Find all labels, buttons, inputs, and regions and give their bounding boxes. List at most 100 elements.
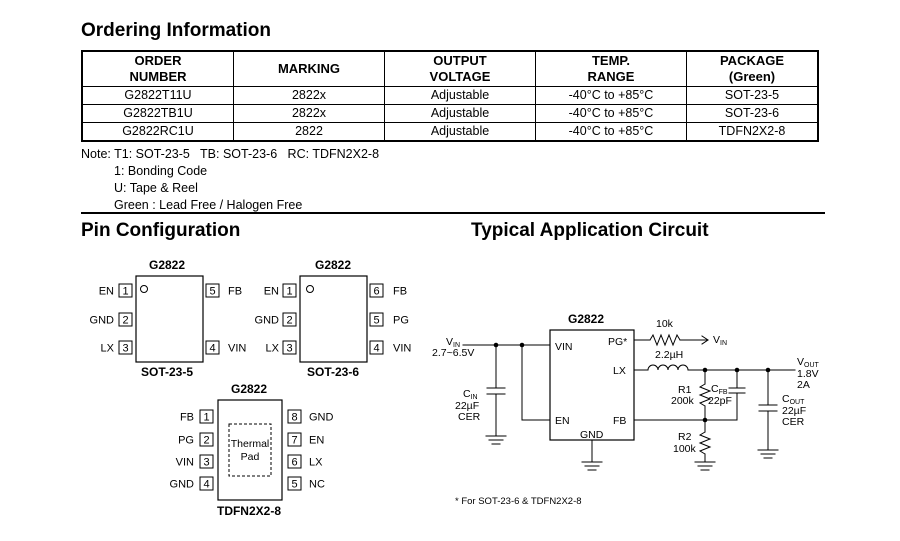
pin-name: EN <box>309 435 324 447</box>
chip-body <box>299 275 368 363</box>
header-package: PACKAGE(Green) <box>686 50 819 87</box>
pin-number: 1 <box>122 286 128 298</box>
pullup-to-label: VIN <box>713 334 727 347</box>
thermal-pad <box>228 423 272 477</box>
cin-type: CER <box>458 411 481 423</box>
cell-package: TDFN2X2-8 <box>686 122 819 141</box>
pin-number: 5 <box>291 479 297 491</box>
pin-name: FB <box>180 412 194 424</box>
pin-number: 1 <box>286 286 292 298</box>
note-line: 1: Bonding Code <box>114 164 208 178</box>
pin-number: 5 <box>373 315 379 327</box>
chip-label: G2822 <box>231 382 267 396</box>
cout-value: 22µF <box>782 405 806 417</box>
cin-value: 22µF <box>455 400 479 412</box>
pin1-indicator <box>306 285 314 293</box>
cell-package: SOT-23-6 <box>686 104 819 123</box>
pin-name: GND <box>309 412 334 424</box>
pin-name: GND <box>255 315 280 327</box>
header-temp-range: TEMP.RANGE <box>535 50 687 87</box>
vout-value: 1.8V <box>797 368 819 380</box>
cell-output-voltage: Adjustable <box>384 104 536 123</box>
pin-number: 4 <box>209 343 215 355</box>
pin-gnd-label: GND <box>580 429 604 441</box>
sot-23-6-package: G2822 1 2 3 EN GND LX 6 5 4 FB PG VIN SO… <box>255 258 412 379</box>
cell-order-number: G2822T11U <box>81 86 234 105</box>
pin-number: 2 <box>203 435 209 447</box>
table-row: G2822RC1U 2822 Adjustable -40°C to +85°C… <box>81 122 819 141</box>
r2-label: R2 <box>678 431 692 443</box>
package-label: SOT-23-6 <box>307 365 359 379</box>
cell-marking: 2822x <box>233 104 385 123</box>
cout-type: CER <box>782 416 805 428</box>
pin-number: 3 <box>286 343 292 355</box>
pin-number: 8 <box>291 412 297 424</box>
section-divider <box>81 212 825 214</box>
pin-number: 2 <box>122 315 128 327</box>
pin-number: 1 <box>203 412 209 424</box>
vin-label: VIN <box>446 336 460 349</box>
pin-lx-label: LX <box>613 365 626 377</box>
note-line: Note: T1: SOT-23-5 TB: SOT-23-6 RC: TDFN… <box>81 147 380 161</box>
cell-temp-range: -40°C to +85°C <box>535 104 687 123</box>
cell-output-voltage: Adjustable <box>384 122 536 141</box>
pin-fb-label: FB <box>613 415 626 427</box>
pin-name: LX <box>266 343 280 355</box>
vin-range: 2.7~6.5V <box>432 347 474 359</box>
r2-value: 100k <box>673 443 697 455</box>
circuit-footnote: * For SOT-23-6 & TDFN2X2-8 <box>455 496 582 507</box>
pin1-indicator <box>140 285 148 293</box>
cout-label: COUT <box>782 393 805 406</box>
ic-label: G2822 <box>568 312 604 326</box>
ordering-notes: Note: T1: SOT-23-5 TB: SOT-23-6 RC: TDFN… <box>81 146 379 214</box>
r-pullup-value: 10k <box>656 318 674 330</box>
chip-label: G2822 <box>315 258 351 272</box>
pin-number: 6 <box>291 457 297 469</box>
pin-name: VIN <box>228 343 246 355</box>
pin-name: FB <box>228 286 242 298</box>
pin-config-title: Pin Configuration <box>81 220 241 241</box>
pin-name: VIN <box>176 457 194 469</box>
pin-name: VIN <box>393 343 411 355</box>
ordering-title: Ordering Information <box>81 20 271 41</box>
chip-body <box>217 399 283 501</box>
pin-number: 7 <box>291 435 297 447</box>
cell-marking: 2822x <box>233 86 385 105</box>
pin-name: GND <box>90 315 115 327</box>
chip-body <box>135 275 204 363</box>
pin-name: GND <box>170 479 195 491</box>
pin-name: PG <box>393 315 409 327</box>
pin-name: FB <box>393 286 407 298</box>
r1-value: 200k <box>671 395 695 407</box>
pin-name: NC <box>309 479 325 491</box>
pin-en-label: EN <box>555 415 570 427</box>
pin-name: PG <box>178 435 194 447</box>
pin-name: EN <box>264 286 279 298</box>
pin-name: LX <box>101 343 115 355</box>
cell-order-number: G2822RC1U <box>81 122 234 141</box>
tdfn2x2-8-package: G2822 Thermal Pad 1 2 3 4 FB PG VIN GND … <box>170 382 334 518</box>
thermal-pad-label: Pad <box>241 451 260 463</box>
pin-number: 3 <box>203 457 209 469</box>
note-line: U: Tape & Reel <box>114 181 198 195</box>
sot-23-5-package: G2822 1 2 3 EN GND LX 5 4 FB VIN SOT-23-… <box>90 258 247 379</box>
cell-temp-range: -40°C to +85°C <box>535 122 687 141</box>
application-circuit: G2822 VIN EN GND PG* LX FB <box>432 312 820 471</box>
pin-pg-label: PG* <box>608 336 627 348</box>
pin-name: EN <box>99 286 114 298</box>
pin-number: 3 <box>122 343 128 355</box>
table-row: G2822T11U 2822x Adjustable -40°C to +85°… <box>81 86 819 105</box>
pin-number: 2 <box>286 315 292 327</box>
cell-temp-range: -40°C to +85°C <box>535 86 687 105</box>
cin-label: CIN <box>463 388 478 401</box>
cfb-label: CFB <box>711 383 728 396</box>
package-label: SOT-23-5 <box>141 365 193 379</box>
pin-number: 6 <box>373 286 379 298</box>
table-row: G2822TB1U 2822x Adjustable -40°C to +85°… <box>81 104 819 123</box>
pin-number: 4 <box>203 479 209 491</box>
cfb-value: 22pF <box>708 395 732 407</box>
